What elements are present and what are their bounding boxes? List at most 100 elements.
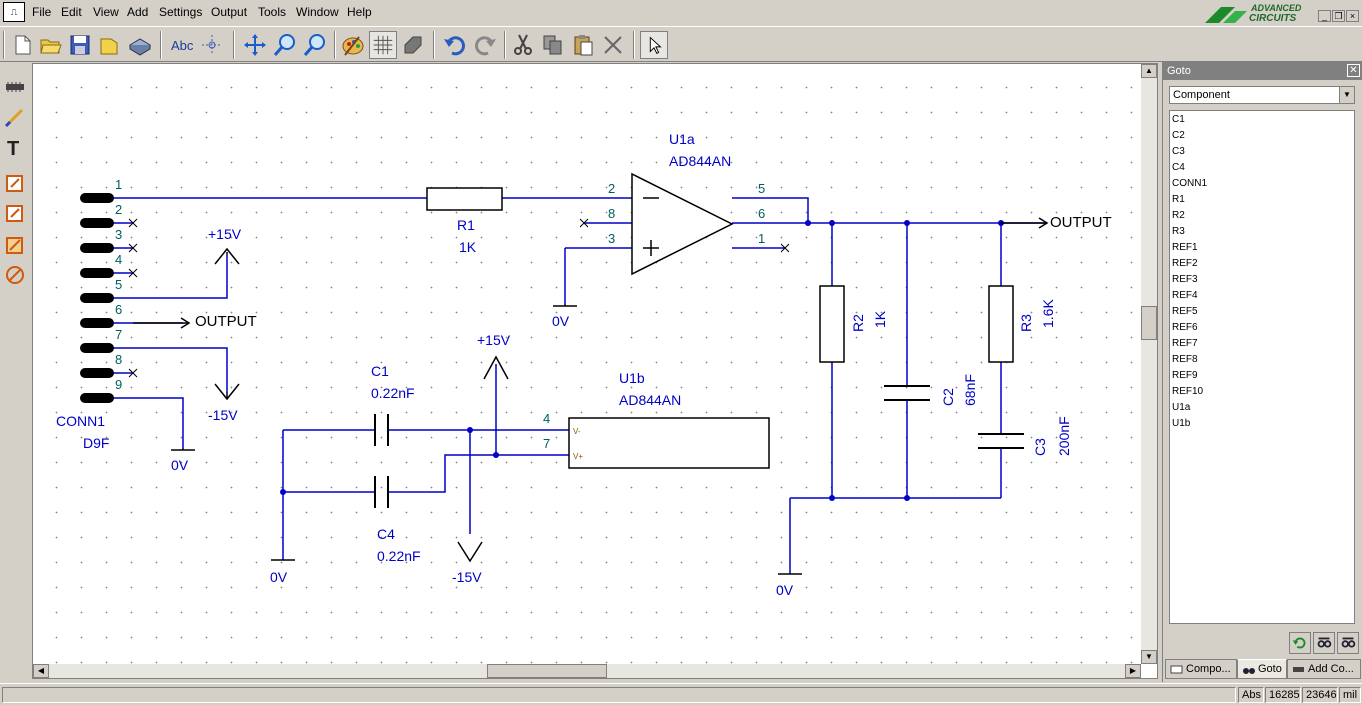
menu-help[interactable]: Help	[347, 5, 372, 19]
vertical-scrollbar[interactable]: ▲ ▼	[1141, 64, 1157, 664]
schematic-drawing: 1 2 3 4 5 6 7 8 9 CONN1 D9F	[56, 131, 1112, 598]
app-icon[interactable]: ⎍	[3, 2, 25, 22]
close-icon[interactable]: ✕	[1347, 64, 1360, 77]
c4-symbol[interactable]: C4 0.22nF	[374, 476, 421, 564]
horizontal-scrollbar[interactable]: ◀ ▶	[33, 664, 1141, 678]
menu-file[interactable]: File	[32, 5, 52, 19]
grid-icon[interactable]	[369, 31, 397, 59]
palette-icon[interactable]	[339, 31, 367, 59]
save-icon[interactable]	[66, 31, 94, 59]
open-design-icon[interactable]	[95, 31, 123, 59]
list-item[interactable]: REF5	[1172, 306, 1198, 317]
advanced-circuits-logo[interactable]: ADVANCED CIRCUITS	[1205, 1, 1313, 23]
r3-symbol[interactable]: R3 1.6K	[988, 285, 1056, 363]
schematic-canvas[interactable]: 1 2 3 4 5 6 7 8 9 CONN1 D9F	[33, 64, 1141, 664]
zoom-fit-icon[interactable]	[241, 31, 269, 59]
horizontal-scroll-thumb[interactable]	[487, 664, 607, 678]
conn1-pin-6: 6	[115, 302, 122, 317]
find-prev-icon[interactable]	[1313, 632, 1335, 654]
list-item[interactable]: C2	[1172, 130, 1185, 141]
delete-icon[interactable]	[599, 31, 627, 59]
scroll-left-icon[interactable]: ◀	[33, 664, 49, 678]
list-item[interactable]: REF2	[1172, 258, 1198, 269]
list-item[interactable]: REF4	[1172, 290, 1198, 301]
list-item[interactable]: R2	[1172, 210, 1185, 221]
probe-icon[interactable]	[2, 232, 28, 258]
vertical-scroll-thumb[interactable]	[1141, 306, 1157, 340]
list-item[interactable]: REF9	[1172, 370, 1198, 381]
goto-component-list[interactable]: C1 C2 C3 C4 CONN1 R1 R2 R3 REF1 REF2 REF…	[1169, 110, 1355, 624]
power-icon[interactable]	[2, 170, 28, 196]
r1-ref: R1	[457, 217, 475, 233]
list-item[interactable]: REF3	[1172, 274, 1198, 285]
menu-settings[interactable]: Settings	[159, 5, 203, 19]
list-item[interactable]: C4	[1172, 162, 1185, 173]
conn1-symbol[interactable]: 1 2 3 4 5 6 7 8 9 CONN1 D9F	[56, 177, 122, 451]
list-item[interactable]: CONN1	[1172, 178, 1208, 189]
find-next-icon[interactable]	[1337, 632, 1359, 654]
wire-icon[interactable]	[2, 104, 28, 130]
chip-icon	[1293, 667, 1304, 672]
new-file-icon[interactable]	[8, 31, 36, 59]
menu-tools[interactable]: Tools	[258, 5, 287, 19]
list-item[interactable]: U1b	[1172, 418, 1191, 429]
no-connect-icon[interactable]	[2, 262, 28, 288]
cut-icon[interactable]	[509, 31, 537, 59]
u1a-symbol[interactable]: 2 8 3 5 6 1 U1a AD844AN	[608, 131, 765, 276]
menu-view[interactable]: View	[93, 5, 119, 19]
menu-add[interactable]: Add	[127, 5, 149, 19]
undo-icon[interactable]	[441, 31, 469, 59]
select-pointer-icon[interactable]	[640, 31, 668, 59]
u1b-symbol[interactable]: V- V+ 4 7 U1b AD844AN	[543, 370, 770, 469]
c3-symbol[interactable]: C3 200nF	[978, 416, 1072, 456]
scroll-down-icon[interactable]: ▼	[1141, 650, 1157, 664]
rotate-icon[interactable]	[399, 31, 427, 59]
r1-symbol[interactable]: R1 1K	[426, 187, 503, 255]
paste-icon[interactable]	[569, 31, 597, 59]
zoom-out-icon[interactable]	[301, 31, 329, 59]
restore-button[interactable]: ❐	[1332, 10, 1345, 22]
close-button[interactable]: ×	[1346, 10, 1359, 22]
minimize-button[interactable]: _	[1318, 10, 1331, 22]
chevron-down-icon[interactable]: ▼	[1339, 87, 1354, 103]
refresh-icon[interactable]	[1289, 632, 1311, 654]
c1-symbol[interactable]: C1 0.22nF	[371, 363, 415, 446]
component-icon[interactable]	[2, 74, 28, 100]
scroll-right-icon[interactable]: ▶	[1125, 664, 1141, 678]
menu-edit[interactable]: Edit	[61, 5, 82, 19]
copy-icon[interactable]	[539, 31, 567, 59]
c4-ref: C4	[377, 526, 395, 542]
list-item[interactable]: U1a	[1172, 402, 1191, 413]
tab-components[interactable]: Compo...	[1165, 659, 1237, 679]
list-item[interactable]: REF6	[1172, 322, 1198, 333]
list-item[interactable]: R1	[1172, 194, 1185, 205]
menu-output[interactable]: Output	[211, 5, 248, 19]
menu-window[interactable]: Window	[296, 5, 339, 19]
tab-goto[interactable]: Goto	[1237, 659, 1287, 679]
ground-icon[interactable]	[2, 200, 28, 226]
list-item[interactable]: C3	[1172, 146, 1185, 157]
wires	[113, 197, 1047, 574]
print-icon[interactable]	[126, 31, 154, 59]
zoom-in-icon[interactable]	[271, 31, 299, 59]
conn1-pin-5: 5	[115, 277, 122, 292]
list-item[interactable]: R3	[1172, 226, 1185, 237]
u1a-value: AD844AN	[669, 153, 731, 169]
list-item[interactable]: REF1	[1172, 242, 1198, 253]
r2-symbol[interactable]: R2 1K	[819, 285, 888, 363]
scroll-up-icon[interactable]: ▲	[1141, 64, 1157, 78]
tab-add-component[interactable]: Add Co...	[1287, 659, 1361, 679]
goto-filter-select[interactable]: Component ▼	[1169, 86, 1355, 104]
list-item[interactable]: REF8	[1172, 354, 1198, 365]
open-folder-icon[interactable]	[37, 31, 65, 59]
conn1-pin-1: 1	[115, 177, 122, 192]
grid-snap-icon[interactable]	[198, 31, 226, 59]
text-icon[interactable]: T	[2, 134, 28, 160]
output-label-1: OUTPUT	[195, 313, 257, 330]
list-item[interactable]: REF7	[1172, 338, 1198, 349]
list-item[interactable]: C1	[1172, 114, 1185, 125]
list-item[interactable]: REF10	[1172, 386, 1204, 397]
redo-icon[interactable]	[471, 31, 499, 59]
spell-check-icon[interactable]: Abc	[168, 31, 196, 59]
c2-symbol[interactable]: C2 68nF	[884, 374, 978, 406]
